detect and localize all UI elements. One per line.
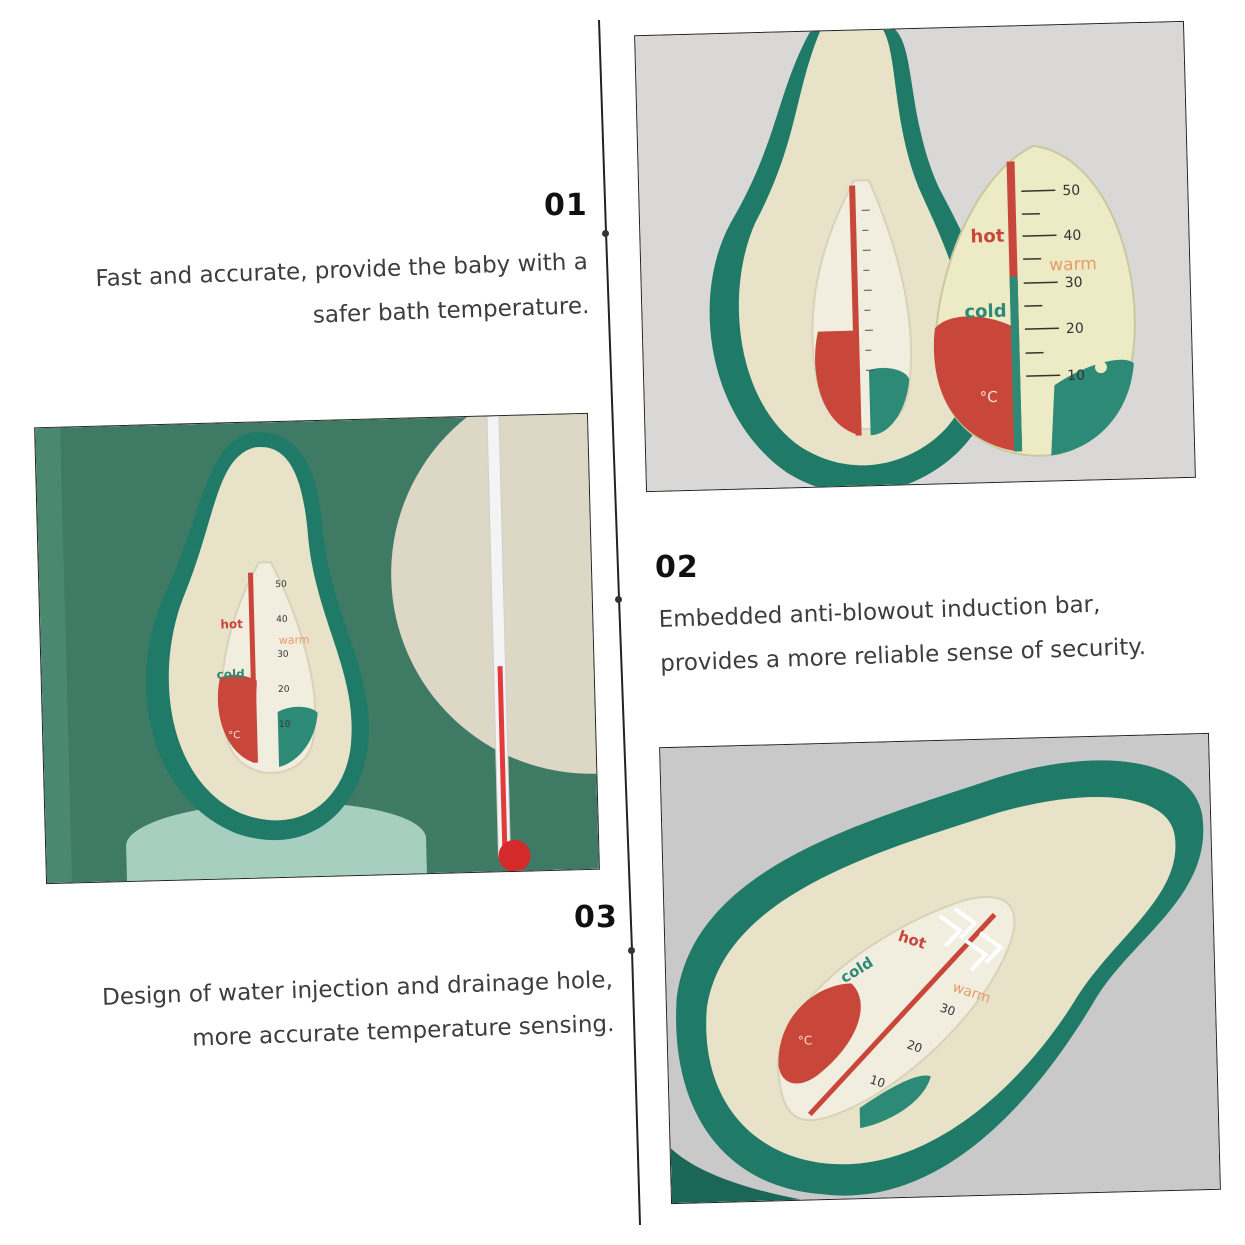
mid-scale-50: 50 <box>275 580 287 590</box>
card-scale-20: 20 <box>1066 321 1084 337</box>
card-scale-30: 30 <box>1065 275 1083 291</box>
product-photo-front-and-card: hot warm cold °C 50 40 30 20 10 <box>634 20 1196 493</box>
card-warm-label: warm <box>1049 254 1097 275</box>
sensing-arrows-icon <box>938 906 1004 972</box>
divider-dot-01 <box>602 230 609 237</box>
divider-dot-03 <box>628 947 635 954</box>
angled-scale-30: 30 <box>938 1001 957 1019</box>
card-scale-10: 10 <box>1067 368 1085 384</box>
card-hot-label: hot <box>970 226 1005 248</box>
mid-unit-label: °C <box>228 730 240 741</box>
feature-number-02: 02 <box>655 550 699 585</box>
tick-marks-small <box>861 209 874 371</box>
card-unit-label: °C <box>979 388 997 406</box>
feature-number-03: 03 <box>574 900 618 935</box>
mid-warm-label: warm <box>279 633 310 647</box>
mid-scale-40: 40 <box>276 615 288 625</box>
feature-description-02: Embedded anti-blowout induction bar, pro… <box>658 579 1201 686</box>
card-scale-40: 40 <box>1063 228 1081 244</box>
product-photo-with-glass-thermometer: hot warm cold °C 50 40 30 20 10 <box>34 412 600 885</box>
mid-scale-20: 20 <box>278 685 290 695</box>
mid-cold-label: cold <box>216 667 244 682</box>
angled-unit-label: °C <box>798 1033 813 1047</box>
mid-scale-10: 10 <box>279 720 291 730</box>
divider-dot-02 <box>615 596 622 603</box>
feature-description-03: Design of water injection and drainage h… <box>52 958 615 1065</box>
feature-number-01: 01 <box>544 188 588 223</box>
card-cold-label: cold <box>964 301 1007 323</box>
mid-scale-30: 30 <box>277 650 289 660</box>
angled-scale-10: 10 <box>868 1072 887 1090</box>
mid-hot-label: hot <box>220 617 243 632</box>
card-scale-50: 50 <box>1062 183 1080 199</box>
feature-description-01: Fast and accurate, provide the baby with… <box>52 240 590 347</box>
angled-scale-20: 20 <box>905 1037 924 1055</box>
product-photo-angled-view: hot warm cold °C 30 20 10 <box>659 732 1221 1205</box>
